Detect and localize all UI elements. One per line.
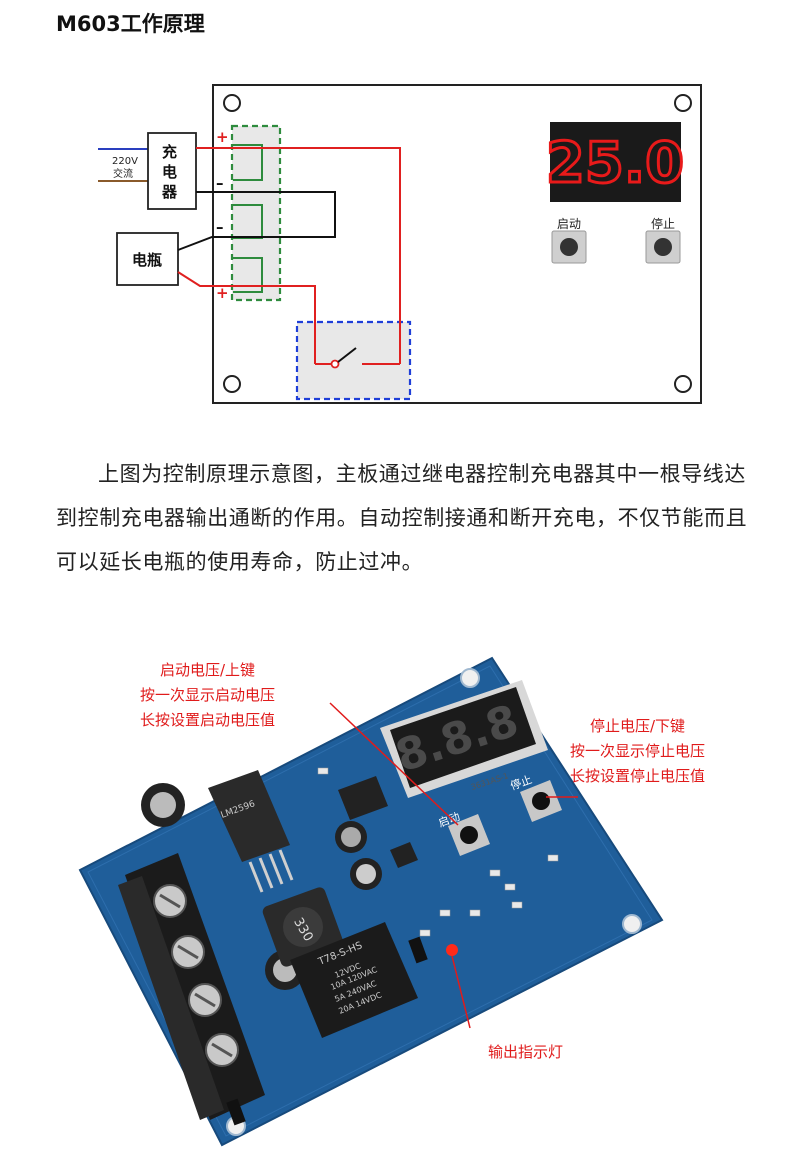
wire-battery-positive: [177, 271, 316, 364]
charger-label: 电: [162, 163, 177, 181]
start-key[interactable]: [448, 814, 490, 856]
terminal-sign: –: [216, 174, 224, 192]
start-button-label: 启动: [557, 217, 581, 231]
screw-terminal-block: [118, 853, 265, 1120]
relay-box: [295, 320, 412, 401]
annotation-line: 停止电压/下键: [589, 717, 686, 735]
led-display-value: 25.0: [546, 131, 684, 196]
page-title: M603工作原理: [56, 12, 205, 36]
led-display: [550, 122, 681, 202]
stop-button-label: 停止: [651, 216, 675, 231]
regulator-ic: LM2596: [208, 770, 294, 893]
mounting-hole: [674, 375, 692, 393]
output-led-annotation: 输出指示灯: [488, 1043, 564, 1061]
relay: T78-S-HS 12VDC 10A 120VAC 5A 240VAC 20A …: [290, 922, 418, 1038]
mounting-hole: [223, 375, 241, 393]
wire-charger-negative: [177, 191, 336, 251]
stop-key-annotation: 停止电压/下键 按一次显示停止电压 长按设置停止电压值: [570, 714, 705, 789]
relay-arm: [337, 347, 357, 363]
terminal-sign: +: [216, 284, 229, 302]
battery-label: 电瓶: [132, 251, 162, 269]
start-key-annotation: 启动电压/上键 按一次显示启动电压 长按设置启动电压值: [140, 658, 275, 733]
description: 上图为控制原理示意图，主板通过继电器控制充电器其中一根导线达到控制充电器输出通断…: [56, 462, 748, 574]
stop-key[interactable]: [520, 780, 562, 822]
annotation-line: 按一次显示启动电压: [140, 686, 276, 704]
relay-pivot: [330, 359, 340, 369]
mounting-hole: [674, 94, 692, 112]
mains-label: 交流: [113, 167, 133, 180]
annotation-line: 长按设置启动电压值: [140, 711, 276, 729]
capacitor: [335, 821, 367, 853]
transistor: [390, 842, 418, 868]
terminal-sign: +: [216, 128, 229, 146]
capacitor: [141, 783, 185, 827]
charger-label: 器: [161, 183, 178, 201]
annotation-line: 启动电压/上键: [159, 661, 256, 679]
battery-box: [116, 232, 179, 286]
stop-button[interactable]: [645, 230, 681, 264]
mains-label: 220V: [112, 156, 138, 167]
wiring-schematic: + – – + 220V 交流 充 电 器 电瓶 25.0 启动 停止: [98, 84, 702, 404]
wire-charger-positive: [196, 147, 401, 364]
terminal-sign: –: [216, 218, 224, 236]
controller-chip: [338, 776, 388, 820]
start-button[interactable]: [551, 230, 587, 264]
diode: [408, 936, 428, 964]
annotation-line: 长按设置停止电压值: [570, 767, 706, 785]
board-photo: LM2596 330 T78-S-HS 12VDC 10A 120VAC 5A …: [78, 656, 664, 1147]
diode: [226, 1098, 246, 1126]
mounting-hole: [223, 94, 241, 112]
annotation-line: 按一次显示停止电压: [570, 742, 706, 760]
capacitor: [350, 858, 382, 890]
charger-label: 充: [162, 143, 177, 161]
output-led: [446, 944, 458, 956]
terminal-block: [230, 124, 282, 302]
charger-box: [147, 132, 197, 210]
